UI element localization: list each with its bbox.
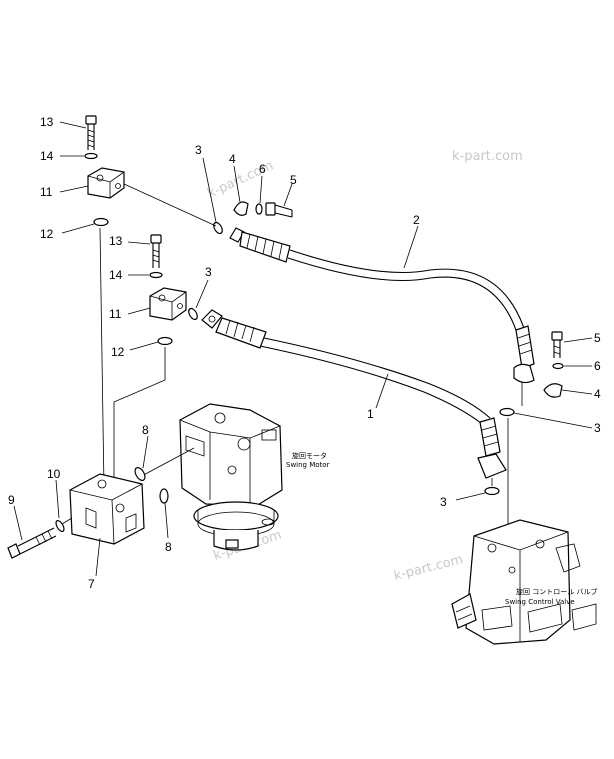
- leader-5-upper: [283, 183, 293, 207]
- leader-11-lower: [127, 307, 151, 315]
- clamp-4-upper: [233, 201, 249, 216]
- oring-8-upper: [134, 467, 146, 481]
- callout-5-upper: 5: [290, 173, 297, 187]
- leader-13-upper: [59, 121, 87, 129]
- callout-3-valve: 3: [440, 495, 447, 509]
- callout-3-right: 3: [594, 421, 601, 435]
- oring-3-right: [499, 407, 515, 417]
- leader-4-upper: [233, 165, 241, 203]
- callout-14-upper: 14: [40, 149, 54, 163]
- leader-13-lower: [127, 241, 151, 245]
- leader-3-right: [513, 412, 593, 429]
- block-11-lower: [149, 287, 187, 321]
- swing-control-valve-label-jp: 旋回 コントロール バルブ: [516, 587, 597, 596]
- callout-4-right: 4: [594, 387, 601, 401]
- oring-3-upper: [213, 221, 223, 235]
- hose-2: [229, 227, 535, 384]
- callout-12-lower: 12: [111, 345, 125, 359]
- callout-13-upper: 13: [40, 115, 54, 129]
- leader-12-upper: [61, 223, 95, 234]
- swing-motor: [179, 403, 283, 551]
- leader-9: [13, 505, 23, 541]
- leader-1: [375, 373, 389, 409]
- bolt-13-upper: [85, 115, 97, 150]
- leader-4-right: [561, 389, 593, 395]
- leader-12-lower: [129, 341, 159, 351]
- callout-8-lower: 8: [165, 540, 172, 554]
- axis-line-upper-stack: [99, 227, 105, 489]
- bolt-13-lower: [150, 234, 162, 268]
- leader-5-right: [563, 337, 593, 343]
- callout-3-lower: 3: [205, 265, 212, 279]
- callout-13-lower: 13: [109, 234, 123, 248]
- swing-motor-label-jp: 旋回モータ: [292, 451, 327, 460]
- watermark-top-right: k-part.com: [452, 149, 523, 164]
- callout-8-upper: 8: [142, 423, 149, 437]
- washer-14-lower: [149, 271, 163, 279]
- axis-line-lower-stack: [113, 347, 166, 500]
- leader-3-upper: [202, 157, 217, 223]
- callout-10: 10: [47, 467, 61, 481]
- callout-9: 9: [8, 493, 15, 507]
- leader-8-upper: [142, 435, 149, 469]
- oring-12-lower: [157, 336, 173, 346]
- leader-11-upper: [59, 185, 89, 193]
- flow-line-motor-block: [137, 447, 195, 479]
- callout-4-upper: 4: [229, 152, 236, 166]
- leader-3-valve: [455, 492, 486, 501]
- manifold-block-7: [69, 473, 145, 545]
- callout-11-lower: 11: [109, 307, 122, 321]
- callout-11-upper: 11: [40, 185, 53, 199]
- washer-14-upper: [84, 152, 98, 160]
- oring-3-lower: [188, 307, 198, 321]
- swing-control-valve: [451, 519, 597, 645]
- callout-1: 1: [367, 407, 374, 421]
- swing-motor-label-en: Swing Motor: [286, 461, 330, 469]
- callout-6-upper: 6: [259, 162, 266, 176]
- bolt-9: [7, 527, 57, 559]
- flow-line-block-upper: [123, 183, 217, 227]
- callout-5-right: 5: [594, 331, 601, 345]
- oring-12-upper: [93, 217, 109, 227]
- bolt-5-upper: [265, 202, 293, 218]
- washer-10: [55, 519, 65, 533]
- callout-14-lower: 14: [109, 268, 123, 282]
- flow-line-bolt-block: [61, 517, 73, 525]
- leader-3-lower: [195, 279, 209, 309]
- block-11-upper: [87, 167, 125, 199]
- clamp-4-right: [543, 383, 563, 398]
- leader-2: [403, 225, 419, 269]
- washer-6-right: [552, 362, 564, 370]
- hose-1: [201, 309, 507, 479]
- bolt-5-right: [551, 331, 563, 358]
- washer-6-upper: [255, 203, 263, 215]
- swing-control-valve-label-en: Swing Control Valve: [505, 598, 575, 606]
- leader-7: [95, 537, 101, 577]
- watermark-valve: k-part.com: [392, 552, 464, 584]
- leader-8-lower: [164, 502, 169, 539]
- leader-10: [55, 479, 60, 519]
- callout-7: 7: [88, 577, 95, 591]
- oring-8-lower: [159, 488, 169, 504]
- callout-6-right: 6: [594, 359, 601, 373]
- callout-12-upper: 12: [40, 227, 54, 241]
- callout-3-upper: 3: [195, 143, 202, 157]
- oring-3-valve: [484, 486, 500, 496]
- leader-6-upper: [259, 175, 263, 204]
- callout-2: 2: [413, 213, 420, 227]
